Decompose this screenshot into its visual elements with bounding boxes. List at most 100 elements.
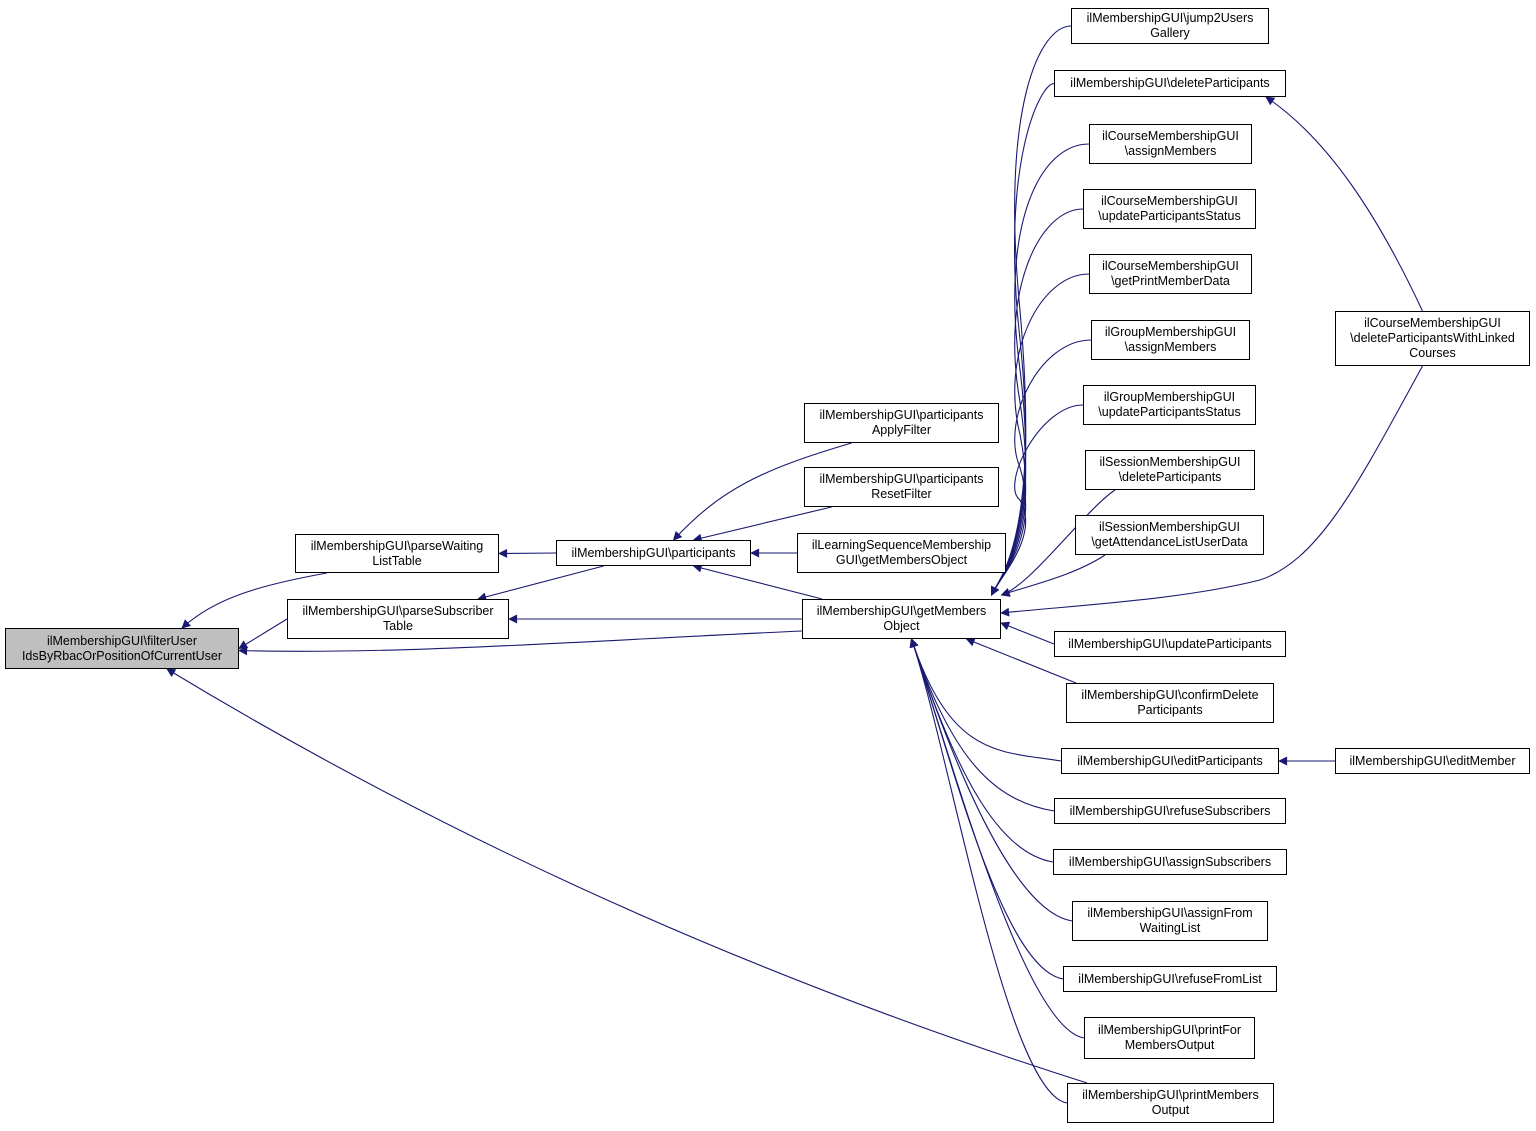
graph-node-sessAttendance[interactable]: ilSessionMembershipGUI\getAttendanceList… [1075, 515, 1264, 555]
edge-crsDeleteLinked-to-getMembers [1000, 365, 1423, 617]
node-label-line: ilMembershipGUI\jump2Users [1086, 11, 1254, 25]
node-label-line: ilMembershipGUI\refuseFromList [1078, 971, 1262, 986]
node-label-line: ilCourseMembershipGUI [1102, 259, 1239, 273]
node-label-line: Participants [1137, 703, 1203, 717]
edge-refuseFromList-to-getMembers [909, 638, 1064, 980]
edge-grpAssign-to-getMembers [991, 339, 1092, 596]
edge-editParticipants-to-getMembers [909, 638, 1062, 762]
node-label-line: IdsByRbacOrPositionOfCurrentUser [21, 648, 223, 663]
node-label-line: ilCourseMembershipGUI [1101, 194, 1238, 208]
node-label-line: \getAttendanceListUserData [1091, 535, 1248, 549]
node-label-line: \assignMembers [1124, 144, 1217, 158]
edge-assignFromWaiting-to-getMembers [909, 638, 1073, 922]
graph-node-grpAssign[interactable]: ilGroupMembershipGUI\assignMembers [1091, 320, 1250, 360]
graph-node-crsPrint[interactable]: ilCourseMembershipGUI\getPrintMemberData [1089, 254, 1252, 294]
graph-node-crsDeleteLinked[interactable]: ilCourseMembershipGUI\deleteParticipants… [1335, 311, 1530, 366]
edge-participants-to-parseWaiting [498, 548, 557, 558]
edge-refuseSubscribers-to-getMembers [909, 638, 1055, 812]
node-label-line: ilCourseMembershipGUI [1102, 129, 1239, 143]
graph-node-sessDelete[interactable]: ilSessionMembershipGUI\deleteParticipant… [1085, 450, 1255, 490]
node-label-line: GUI\getMembersObject [835, 553, 968, 567]
edge-participants-to-parseSubscriber [477, 565, 604, 602]
graph-node-participants[interactable]: ilMembershipGUI\participants [556, 540, 751, 566]
node-label-line: ilLearningSequenceMembership [811, 538, 992, 552]
node-label-line: ApplyFilter [871, 423, 932, 437]
node-label-line: \deleteParticipantsWithLinked [1350, 331, 1515, 345]
edge-crsDeleteLinked-to-deleteParticipants [1265, 96, 1423, 312]
node-label-line: ilMembershipGUI\filterUser [46, 633, 197, 648]
edge-jump2Users-to-getMembers [991, 25, 1072, 596]
node-label-line: ilMembershipGUI\refuseSubscribers [1069, 803, 1271, 818]
node-label-line: Object [883, 619, 920, 633]
node-label-line: ilMembershipGUI\confirmDelete [1081, 688, 1259, 702]
node-label-line: ilMembershipGUI\parseSubscriber [302, 604, 494, 618]
node-label-line: ilSessionMembershipGUI [1099, 455, 1241, 469]
edge-updateParticipants-to-getMembers [1000, 621, 1055, 645]
node-label-line: MembersOutput [1124, 1038, 1215, 1052]
node-label-line: ilSessionMembershipGUI [1098, 520, 1241, 534]
edge-assignSubscribers-to-getMembers [909, 638, 1054, 863]
edge-confirmDelete-to-getMembers [965, 637, 1077, 684]
graph-node-updateParticipants[interactable]: ilMembershipGUI\updateParticipants [1054, 631, 1286, 657]
node-label-line: \assignMembers [1124, 340, 1217, 354]
node-label-line: ilMembershipGUI\assignSubscribers [1068, 854, 1272, 869]
node-label-line: ResetFilter [871, 487, 932, 501]
edge-resetFilter-to-participants [692, 506, 832, 543]
node-label-line: ilMembershipGUI\participants [571, 545, 736, 560]
node-label-line: ilMembershipGUI\participants [819, 472, 984, 486]
edge-parseWaiting-to-filter [181, 572, 328, 629]
edge-printMembers-to-getMembers [909, 638, 1068, 1104]
edge-printFor-to-getMembers [909, 638, 1085, 1039]
graph-node-editMember[interactable]: ilMembershipGUI\editMember [1335, 748, 1530, 774]
node-label-line: ilMembershipGUI\deleteParticipants [1070, 76, 1270, 90]
node-label-line: Gallery [1150, 26, 1190, 40]
graph-node-editParticipants[interactable]: ilMembershipGUI\editParticipants [1061, 748, 1279, 774]
node-label-line: Table [383, 619, 413, 633]
edge-printMembers-to-filter [166, 668, 1088, 1084]
node-label-line: ilMembershipGUI\updateParticipants [1068, 636, 1272, 651]
edge-sessAttendance-to-getMembers [1000, 554, 1106, 597]
node-label-line: ilMembershipGUI\editMember [1349, 753, 1516, 768]
edge-getMembers-to-filter [238, 630, 803, 656]
graph-node-crsUpdate[interactable]: ilCourseMembershipGUI\updateParticipants… [1083, 189, 1256, 229]
node-label-line: ListTable [372, 553, 422, 568]
edge-parseSubscriber-to-filter [238, 618, 288, 649]
node-label-line: ilMembershipGUI\assignFrom [1087, 906, 1253, 920]
node-label-line: ilMembershipGUI\printMembers [1082, 1088, 1259, 1102]
node-label-line: ilMembershipGUI\getMembers [816, 604, 987, 618]
node-label-line: ilMembershipGUI\participants [819, 408, 984, 422]
edge-applyFilter-to-participants [672, 442, 852, 541]
graph-node-refuseFromList[interactable]: ilMembershipGUI\refuseFromList [1063, 966, 1277, 992]
edge-grpUpdate-to-getMembers [991, 404, 1084, 596]
graph-node-assignSubscribers[interactable]: ilMembershipGUI\assignSubscribers [1053, 849, 1287, 875]
node-label-line: ilGroupMembershipGUI [1104, 325, 1237, 339]
edge-sessDelete-to-getMembers [1000, 489, 1116, 597]
edge-getMembers-to-participants [692, 563, 823, 600]
node-label-line: ilMembershipGUI\printFor [1097, 1023, 1242, 1037]
call-edges [166, 25, 1423, 1104]
node-label-line: Output [1151, 1103, 1190, 1117]
graph-node-deleteParticipants[interactable]: ilMembershipGUI\deleteParticipants [1054, 70, 1286, 97]
graph-node-refuseSubscribers[interactable]: ilMembershipGUI\refuseSubscribers [1054, 798, 1286, 824]
graph-node-crsAssign[interactable]: ilCourseMembershipGUI\assignMembers [1089, 124, 1252, 164]
node-label-line: ilMembershipGUI\editParticipants [1077, 753, 1263, 768]
node-label-line: \updateParticipantsStatus [1098, 209, 1241, 223]
graph-node-grpUpdate[interactable]: ilGroupMembershipGUI\updateParticipantsS… [1083, 385, 1256, 425]
node-label-line: ilCourseMembershipGUI [1364, 316, 1501, 330]
node-label-line: \deleteParticipants [1118, 470, 1222, 484]
node-label-line: WaitingList [1139, 921, 1201, 935]
node-label-line: \updateParticipantsStatus [1098, 405, 1241, 419]
